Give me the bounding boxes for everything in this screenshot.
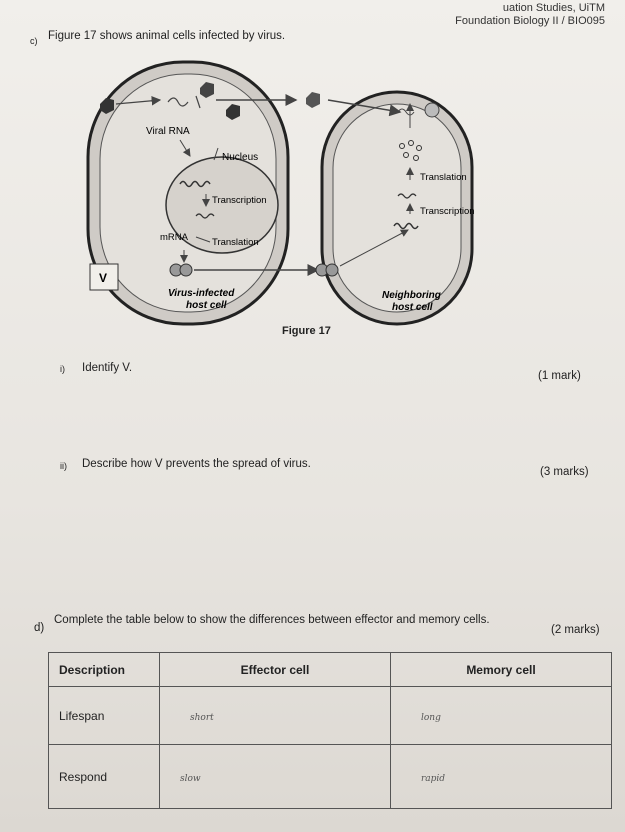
row-respond-effector[interactable]: slow bbox=[159, 744, 391, 809]
label-neighboring-1: Neighboring bbox=[382, 290, 441, 301]
table-row: Lifespan short long bbox=[48, 686, 612, 745]
figure-17-diagram: Viral RNA Nucleus Transcription mRNA Tra… bbox=[86, 60, 475, 326]
table-row: Respond slow rapid bbox=[48, 744, 612, 809]
sub-ii-marks: (3 marks) bbox=[540, 466, 589, 478]
sub-i-number: i) bbox=[60, 364, 65, 374]
label-v: V bbox=[99, 271, 107, 285]
header-line-2: Foundation Biology II / BIO095 bbox=[455, 15, 605, 27]
interferon-protein-icon bbox=[315, 263, 339, 277]
virus-particle-icon bbox=[226, 104, 240, 120]
row-lifespan-label: Lifespan bbox=[48, 686, 160, 745]
row-lifespan-memory[interactable]: long bbox=[390, 686, 612, 745]
table-header-row: Description Effector cell Memory cell bbox=[48, 652, 612, 687]
handwritten-answer: short bbox=[190, 712, 214, 723]
question-d-text: Complete the table below to show the dif… bbox=[54, 614, 490, 626]
virus-particle-icon bbox=[100, 98, 114, 114]
handwritten-answer: rapid bbox=[421, 773, 446, 784]
question-d-marks: (2 marks) bbox=[551, 624, 600, 636]
comparison-table: Description Effector cell Memory cell Li… bbox=[48, 652, 612, 809]
page-header: uation Studies, UiTM Foundation Biology … bbox=[455, 2, 605, 28]
sub-i-marks: (1 mark) bbox=[538, 370, 581, 382]
handwritten-answer: long bbox=[421, 712, 441, 723]
label-mrna: mRNA bbox=[160, 232, 189, 243]
header-description: Description bbox=[48, 652, 160, 687]
virus-particle-icon bbox=[200, 82, 214, 98]
label-viral-rna: Viral RNA bbox=[146, 126, 190, 137]
question-c-letter: c) bbox=[30, 36, 38, 46]
row-respond-label: Respond bbox=[48, 744, 160, 809]
header-effector: Effector cell bbox=[159, 652, 391, 687]
interferon-protein-icon bbox=[169, 263, 193, 277]
virus-particle-icon bbox=[306, 92, 320, 108]
protein-cluster-icon bbox=[399, 140, 422, 161]
sub-ii-number: ii) bbox=[60, 461, 67, 471]
label-transcription: Transcription bbox=[212, 195, 267, 206]
header-line-1: uation Studies, UiTM bbox=[502, 2, 605, 14]
figure-caption: Figure 17 bbox=[282, 325, 331, 337]
question-d-letter: d) bbox=[34, 622, 45, 634]
label-translation: Translation bbox=[212, 237, 259, 248]
row-respond-memory[interactable]: rapid bbox=[390, 744, 612, 809]
question-c-text: Figure 17 shows animal cells infected by… bbox=[48, 30, 286, 42]
label-nucleus: Nucleus bbox=[222, 152, 258, 163]
handwritten-answer: slow bbox=[180, 773, 201, 784]
label-neighbor-translation: Translation bbox=[420, 172, 467, 183]
label-neighboring-2: host cell bbox=[392, 302, 433, 313]
label-virus-infected-1: Virus-infected bbox=[168, 288, 235, 299]
label-virus-infected-2: host cell bbox=[186, 300, 227, 311]
sub-i-text: Identify V. bbox=[82, 362, 133, 374]
row-lifespan-effector[interactable]: short bbox=[159, 686, 391, 745]
v-label-box bbox=[89, 263, 119, 291]
header-memory: Memory cell bbox=[390, 652, 612, 687]
sub-ii-text: Describe how V prevents the spread of vi… bbox=[82, 458, 311, 470]
label-neighbor-transcription: Transcription bbox=[420, 206, 475, 217]
